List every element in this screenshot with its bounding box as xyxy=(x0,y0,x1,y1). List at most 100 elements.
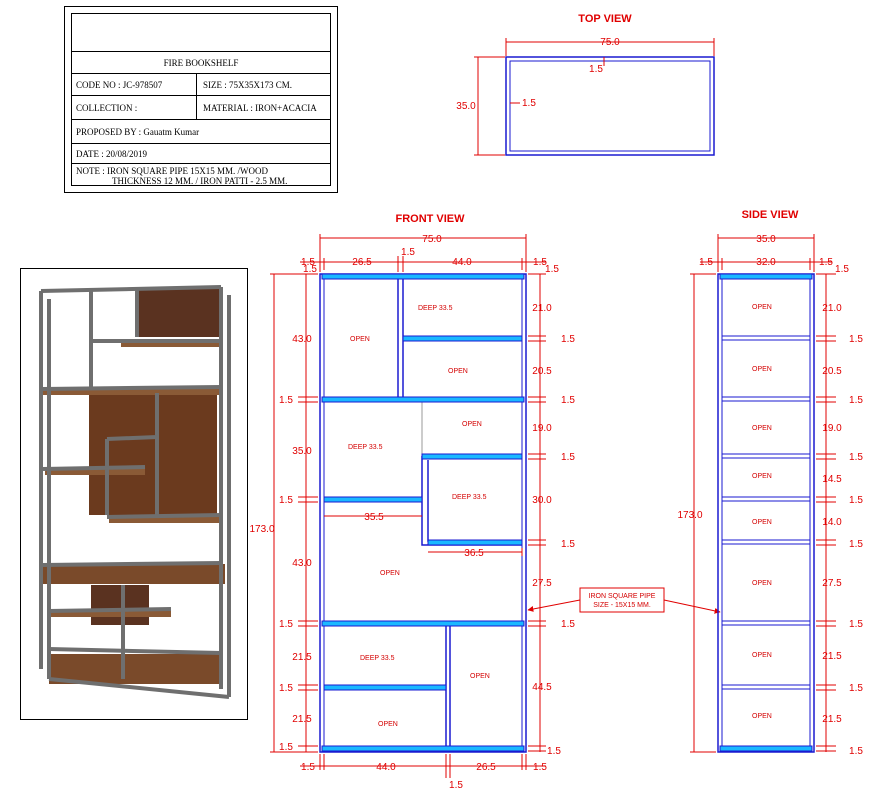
front-right-r3: 1.5 xyxy=(561,452,575,463)
side-right-h2: 20.5 xyxy=(822,366,842,377)
note-line-2: THICKNESS 12 MM. / IRON PATTI - 2.5 MM. xyxy=(112,176,288,186)
side-frame xyxy=(717,273,815,753)
front-left-r5: 1.5 xyxy=(279,742,293,753)
side-open-5: OPEN xyxy=(752,519,772,526)
front-bottom-right-post: 1.5 xyxy=(533,762,547,773)
date-row: DATE : 20/08/2019 xyxy=(72,144,330,164)
side-open-4: OPEN xyxy=(752,473,772,480)
front-inner-b: 36.5 xyxy=(464,548,484,559)
title-row: FIRE BOOKSHELF xyxy=(72,52,330,74)
side-view: SIDE VIEW OPEN OPEN OPEN OPEN OPEN OPEN … xyxy=(677,209,863,757)
front-top-left-post: 1.5 xyxy=(301,257,315,268)
note: NOTE : IRON SQUARE PIPE 15X15 MM. /WOOD … xyxy=(76,166,287,186)
callout-line-1: IRON SQUARE PIPE xyxy=(589,593,656,600)
side-right-r1: 1.5 xyxy=(849,334,863,345)
side-right-r3: 1.5 xyxy=(849,452,863,463)
material: MATERIAL : IRON+ACACIA xyxy=(203,102,317,113)
front-inner-a: 35.5 xyxy=(364,512,384,523)
front-left-h1: 43.0 xyxy=(292,334,312,345)
side-right-h5: 14.0 xyxy=(822,517,842,528)
front-left-h4: 21.5 xyxy=(292,652,312,663)
top-view-title: TOP VIEW xyxy=(578,13,632,25)
code-no: CODE NO : JC-978507 xyxy=(76,79,163,90)
front-top-mid-post: 1.5 xyxy=(401,247,415,258)
front-left-r1: 1.5 xyxy=(279,395,293,406)
iron-frame xyxy=(39,285,231,699)
side-right-r2: 1.5 xyxy=(849,395,863,406)
front-bottom-left-post: 1.5 xyxy=(301,762,315,773)
front-left-r2: 1.5 xyxy=(279,495,293,506)
front-right-r4: 1.5 xyxy=(561,539,575,550)
side-overall-width: 35.0 xyxy=(756,234,776,245)
front-left-h3: 43.0 xyxy=(292,558,312,569)
code-size-row: CODE NO : JC-978507 SIZE : 75X35X173 CM. xyxy=(72,74,330,96)
side-open-7: OPEN xyxy=(752,652,772,659)
front-overall-height: 173.0 xyxy=(249,524,274,535)
front-label-deep-b: DEEP 33.5 xyxy=(348,444,383,451)
front-shelves xyxy=(321,273,525,752)
front-right-h3: 19.0 xyxy=(532,423,552,434)
side-dim-lines xyxy=(690,234,836,753)
front-right-h5: 27.5 xyxy=(532,578,552,589)
front-right-r1: 1.5 xyxy=(561,334,575,345)
front-top-left-bay: 26.5 xyxy=(352,257,372,268)
front-right-h6: 44.5 xyxy=(532,682,552,693)
side-right-r5: 1.5 xyxy=(849,539,863,550)
proposed-by: PROPOSED BY : Gauatm Kumar xyxy=(76,126,200,137)
front-dim-lines xyxy=(270,234,546,778)
pipe-callout: IRON SQUARE PIPE SIZE - 15X15 MM. xyxy=(527,587,721,614)
front-right-h4: 30.0 xyxy=(532,495,552,506)
side-overall-height: 173.0 xyxy=(677,510,702,521)
front-label-open-b: OPEN xyxy=(448,368,468,375)
front-label-deep-c: DEEP 33.5 xyxy=(452,494,487,501)
front-label-open-e: OPEN xyxy=(470,673,490,680)
date: DATE : 20/08/2019 xyxy=(76,148,147,159)
bookshelf-photo-illustration xyxy=(39,285,231,699)
side-open-3: OPEN xyxy=(752,425,772,432)
side-right-r8: 1.5 xyxy=(849,746,863,757)
front-bottom-left-bay: 44.0 xyxy=(376,762,396,773)
front-label-deep-a: DEEP 33.5 xyxy=(418,305,453,312)
front-view: FRONT VIEW OPEN DEEP 33.5 xyxy=(249,213,575,791)
front-right-top: 1.5 xyxy=(545,264,559,275)
front-bottom-right-bay: 26.5 xyxy=(476,762,496,773)
front-bottom-mid-post: 1.5 xyxy=(449,780,463,791)
side-open-1: OPEN xyxy=(752,304,772,311)
front-view-title: FRONT VIEW xyxy=(395,213,465,225)
proposed-row: PROPOSED BY : Gauatm Kumar xyxy=(72,120,330,144)
side-right-h7: 21.5 xyxy=(822,651,842,662)
top-pipe-left: 1.5 xyxy=(522,98,536,109)
front-right-r6: 1.5 xyxy=(547,746,561,757)
title-blank-row xyxy=(72,14,330,52)
front-left-r3: 1.5 xyxy=(279,619,293,630)
front-label-deep-d: DEEP 33.5 xyxy=(360,655,395,662)
size: SIZE : 75X35X173 CM. xyxy=(203,79,293,90)
side-right-top: 1.5 xyxy=(835,264,849,275)
side-right-r7: 1.5 xyxy=(849,683,863,694)
side-open-2: OPEN xyxy=(752,366,772,373)
product-photo xyxy=(20,268,248,720)
collection: COLLECTION : xyxy=(76,102,138,113)
side-right-r4: 1.5 xyxy=(849,495,863,506)
front-label-open-d: OPEN xyxy=(380,570,400,577)
title-block: FIRE BOOKSHELF CODE NO : JC-978507 SIZE … xyxy=(64,6,338,193)
front-left-h5: 21.5 xyxy=(292,714,312,725)
wood-panels xyxy=(43,287,225,684)
front-left-h2: 35.0 xyxy=(292,446,312,457)
front-left-top-rail: 1.5 xyxy=(303,264,317,275)
side-view-title: SIDE VIEW xyxy=(742,209,799,221)
front-top-right-post: 1.5 xyxy=(533,257,547,268)
top-depth: 35.0 xyxy=(456,101,476,112)
side-shelves xyxy=(719,273,813,752)
front-right-h2: 20.5 xyxy=(532,366,552,377)
side-right-post: 1.5 xyxy=(819,257,833,268)
front-overall-width: 75.0 xyxy=(422,234,442,245)
front-top-right-bay: 44.0 xyxy=(452,257,472,268)
collection-material-row: COLLECTION : MATERIAL : IRON+ACACIA xyxy=(72,96,330,120)
front-label-open-a: OPEN xyxy=(350,336,370,343)
front-label-open-c: OPEN xyxy=(462,421,482,428)
side-right-h4: 14.5 xyxy=(822,474,842,485)
side-right-r6: 1.5 xyxy=(849,619,863,630)
top-pipe-top: 1.5 xyxy=(589,64,603,75)
